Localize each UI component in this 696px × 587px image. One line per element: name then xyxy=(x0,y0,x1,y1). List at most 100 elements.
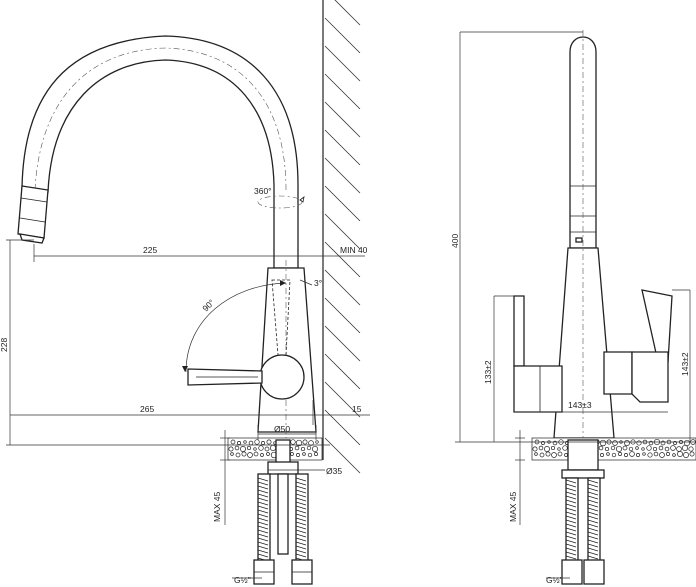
gravel-dot xyxy=(290,439,296,445)
hose-braid xyxy=(587,515,599,520)
hose-braid xyxy=(257,537,269,542)
hose-braid xyxy=(565,503,577,508)
gravel-dot xyxy=(532,446,538,452)
gravel-dot xyxy=(311,445,319,453)
gravel-dot xyxy=(290,452,294,456)
dim-handle-span: 143±3 xyxy=(568,400,592,410)
gravel-dot xyxy=(629,451,635,457)
hose-braid xyxy=(565,511,577,516)
gravel-dot xyxy=(269,444,277,452)
hose-braid xyxy=(565,507,577,512)
gravel-dot xyxy=(611,452,617,458)
hose-braid xyxy=(295,489,307,494)
hose-braid xyxy=(295,529,307,534)
gravel-dot xyxy=(237,441,241,445)
gravel-dot xyxy=(296,453,300,457)
dim-reach-spout: 225 xyxy=(143,245,157,255)
hose-braid xyxy=(295,505,307,510)
gravel-dot xyxy=(300,446,306,452)
gravel-dot xyxy=(253,451,259,457)
gravel-dot xyxy=(308,440,314,446)
hose-braid xyxy=(257,505,269,510)
gravel-dot xyxy=(653,451,659,457)
hatch-line xyxy=(324,101,361,138)
gravel-dot xyxy=(683,439,691,447)
dim-thread-side: G½" xyxy=(546,575,563,585)
gravel-dot xyxy=(676,446,682,452)
gravel-dot xyxy=(544,446,550,452)
gravel-dot xyxy=(672,453,676,457)
gravel-dot xyxy=(670,445,676,451)
hose-braid xyxy=(587,555,599,560)
hose-braid xyxy=(257,525,269,530)
hose-braid xyxy=(295,481,307,486)
gravel-dot xyxy=(666,452,670,456)
gravel-dot xyxy=(636,453,640,457)
gravel-dot xyxy=(315,440,319,444)
dim-right-handle-height: 143±2 xyxy=(680,352,690,376)
hose-braid xyxy=(257,553,269,558)
gravel-dot xyxy=(612,440,618,446)
hose-braid xyxy=(257,529,269,534)
hose-braid xyxy=(565,535,577,540)
hose-braid xyxy=(587,507,599,512)
gravel-dot xyxy=(664,446,670,452)
hose-braid xyxy=(565,491,577,496)
gravel-dot xyxy=(557,447,561,451)
hatch-line xyxy=(324,129,361,166)
hose-braid xyxy=(587,535,599,540)
dim-max-thickness: MAX 45 xyxy=(212,491,222,522)
hatch-line xyxy=(324,297,361,334)
gravel-dot xyxy=(294,445,300,451)
hose-braid xyxy=(295,513,307,518)
hatch-line xyxy=(324,269,361,306)
hose-braid xyxy=(295,541,307,546)
hose-braid xyxy=(257,533,269,538)
hose-braid xyxy=(587,499,599,504)
hose-braid xyxy=(295,549,307,554)
gravel-dot xyxy=(615,445,623,453)
gravel-dot xyxy=(624,440,630,446)
hose-braid xyxy=(295,525,307,530)
hose-braid xyxy=(587,547,599,552)
hose-braid xyxy=(587,543,599,548)
hose-braid xyxy=(587,491,599,496)
dim-base-diameter: Ø50 xyxy=(274,424,290,434)
gravel-dot xyxy=(551,452,557,458)
hose-braid xyxy=(565,523,577,528)
dim-reach-base: 265 xyxy=(140,404,154,414)
hose-braid xyxy=(587,523,599,528)
gravel-dot xyxy=(562,445,568,451)
hatch-line xyxy=(324,17,361,54)
gravel-dot xyxy=(599,439,607,447)
gravel-dot xyxy=(628,446,634,452)
hose-braid xyxy=(565,547,577,552)
hose-braid xyxy=(295,553,307,558)
gravel-dot xyxy=(557,451,563,457)
gravel-dot xyxy=(683,452,689,458)
gravel-dot xyxy=(260,453,264,457)
hose-braid xyxy=(257,497,269,502)
gravel-dot xyxy=(647,452,653,458)
hose-braid xyxy=(587,511,599,516)
gravel-dot xyxy=(641,447,645,451)
hose-braid xyxy=(565,555,577,560)
gravel-dot xyxy=(598,445,604,451)
dim-hole-diameter: Ø35 xyxy=(326,466,342,476)
hose-braid xyxy=(565,527,577,532)
countertop-front xyxy=(227,437,323,461)
gravel-dot xyxy=(652,446,658,452)
hose-braid xyxy=(565,487,577,492)
hatch-line xyxy=(334,0,361,26)
hose-braid xyxy=(587,503,599,508)
side-body xyxy=(513,30,673,455)
gravel-dot xyxy=(254,439,260,445)
hose-braid xyxy=(587,483,599,488)
hose-braid xyxy=(295,509,307,514)
hose-braid xyxy=(257,477,269,482)
hose-braid xyxy=(587,495,599,500)
hatch-line xyxy=(324,381,361,418)
dim-tilt: 3° xyxy=(314,278,322,288)
gravel-dot xyxy=(635,446,639,450)
hose-braid xyxy=(587,519,599,524)
